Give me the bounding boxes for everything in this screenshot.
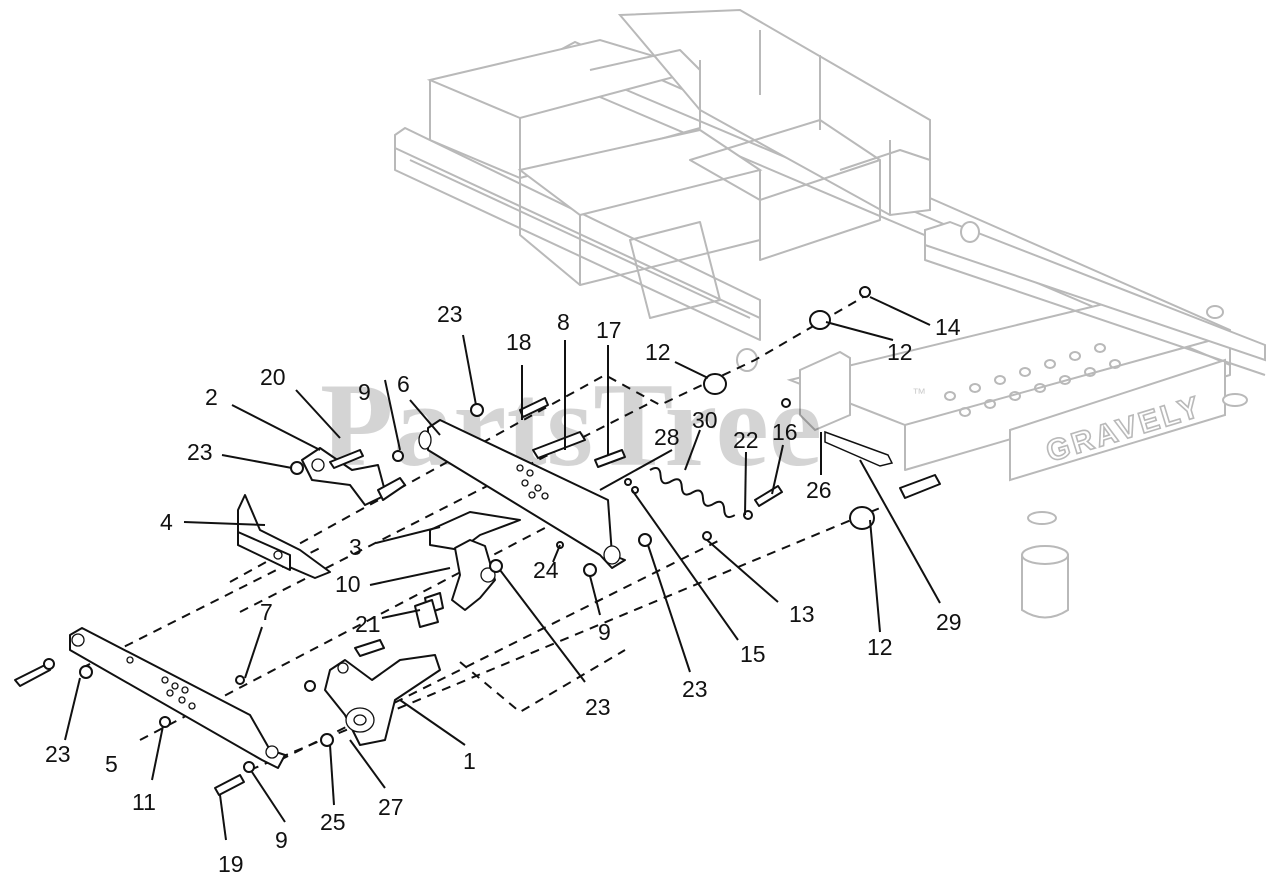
callout-19: 19: [218, 851, 244, 877]
callout-27: 27: [378, 794, 404, 820]
callout-6: 6: [397, 371, 410, 397]
callout-9: 9: [598, 619, 611, 645]
callout-21: 21: [355, 611, 381, 637]
callout-4: 4: [160, 509, 173, 535]
callout-5: 5: [105, 751, 118, 777]
callout-30: 30: [692, 407, 718, 433]
callout-23: 23: [585, 694, 611, 720]
callout-9: 9: [275, 827, 288, 853]
callout-23: 23: [187, 439, 213, 465]
callout-16: 16: [772, 419, 798, 445]
mower-frame: GRAVELY: [394, 8, 1266, 619]
callout-13: 13: [789, 601, 815, 627]
watermark: PartsTree ™: [320, 358, 926, 491]
callout-2: 2: [205, 384, 218, 410]
callout-3: 3: [349, 534, 362, 560]
callout-12: 12: [867, 634, 893, 660]
callout-7: 7: [260, 599, 273, 625]
callout-29: 29: [936, 609, 962, 635]
deck-holes: [944, 343, 1121, 417]
callout-14: 14: [935, 314, 961, 340]
callout-12: 12: [645, 339, 671, 365]
callout-22: 22: [733, 427, 759, 453]
watermark-trademark: ™: [912, 385, 926, 401]
callout-1: 1: [463, 748, 476, 774]
leader-lines: [64, 296, 941, 841]
callout-12: 12: [887, 339, 913, 365]
callout-10: 10: [335, 571, 361, 597]
callout-11: 11: [132, 789, 156, 815]
callout-25: 25: [320, 809, 346, 835]
callout-28: 28: [654, 424, 680, 450]
callout-18: 18: [506, 329, 532, 355]
parts: [14, 286, 941, 796]
spring-30: [649, 466, 736, 519]
callout-20: 20: [260, 364, 286, 390]
callout-17: 17: [596, 317, 622, 343]
callout-8: 8: [557, 309, 570, 335]
callout-15: 15: [740, 641, 766, 667]
callout-9: 9: [358, 379, 371, 405]
callout-23: 23: [682, 676, 708, 702]
callout-23: 23: [437, 301, 463, 327]
callout-24: 24: [533, 557, 559, 583]
callout-26: 26: [806, 477, 832, 503]
callout-23: 23: [45, 741, 71, 767]
watermark-text: PartsTree: [320, 358, 822, 491]
